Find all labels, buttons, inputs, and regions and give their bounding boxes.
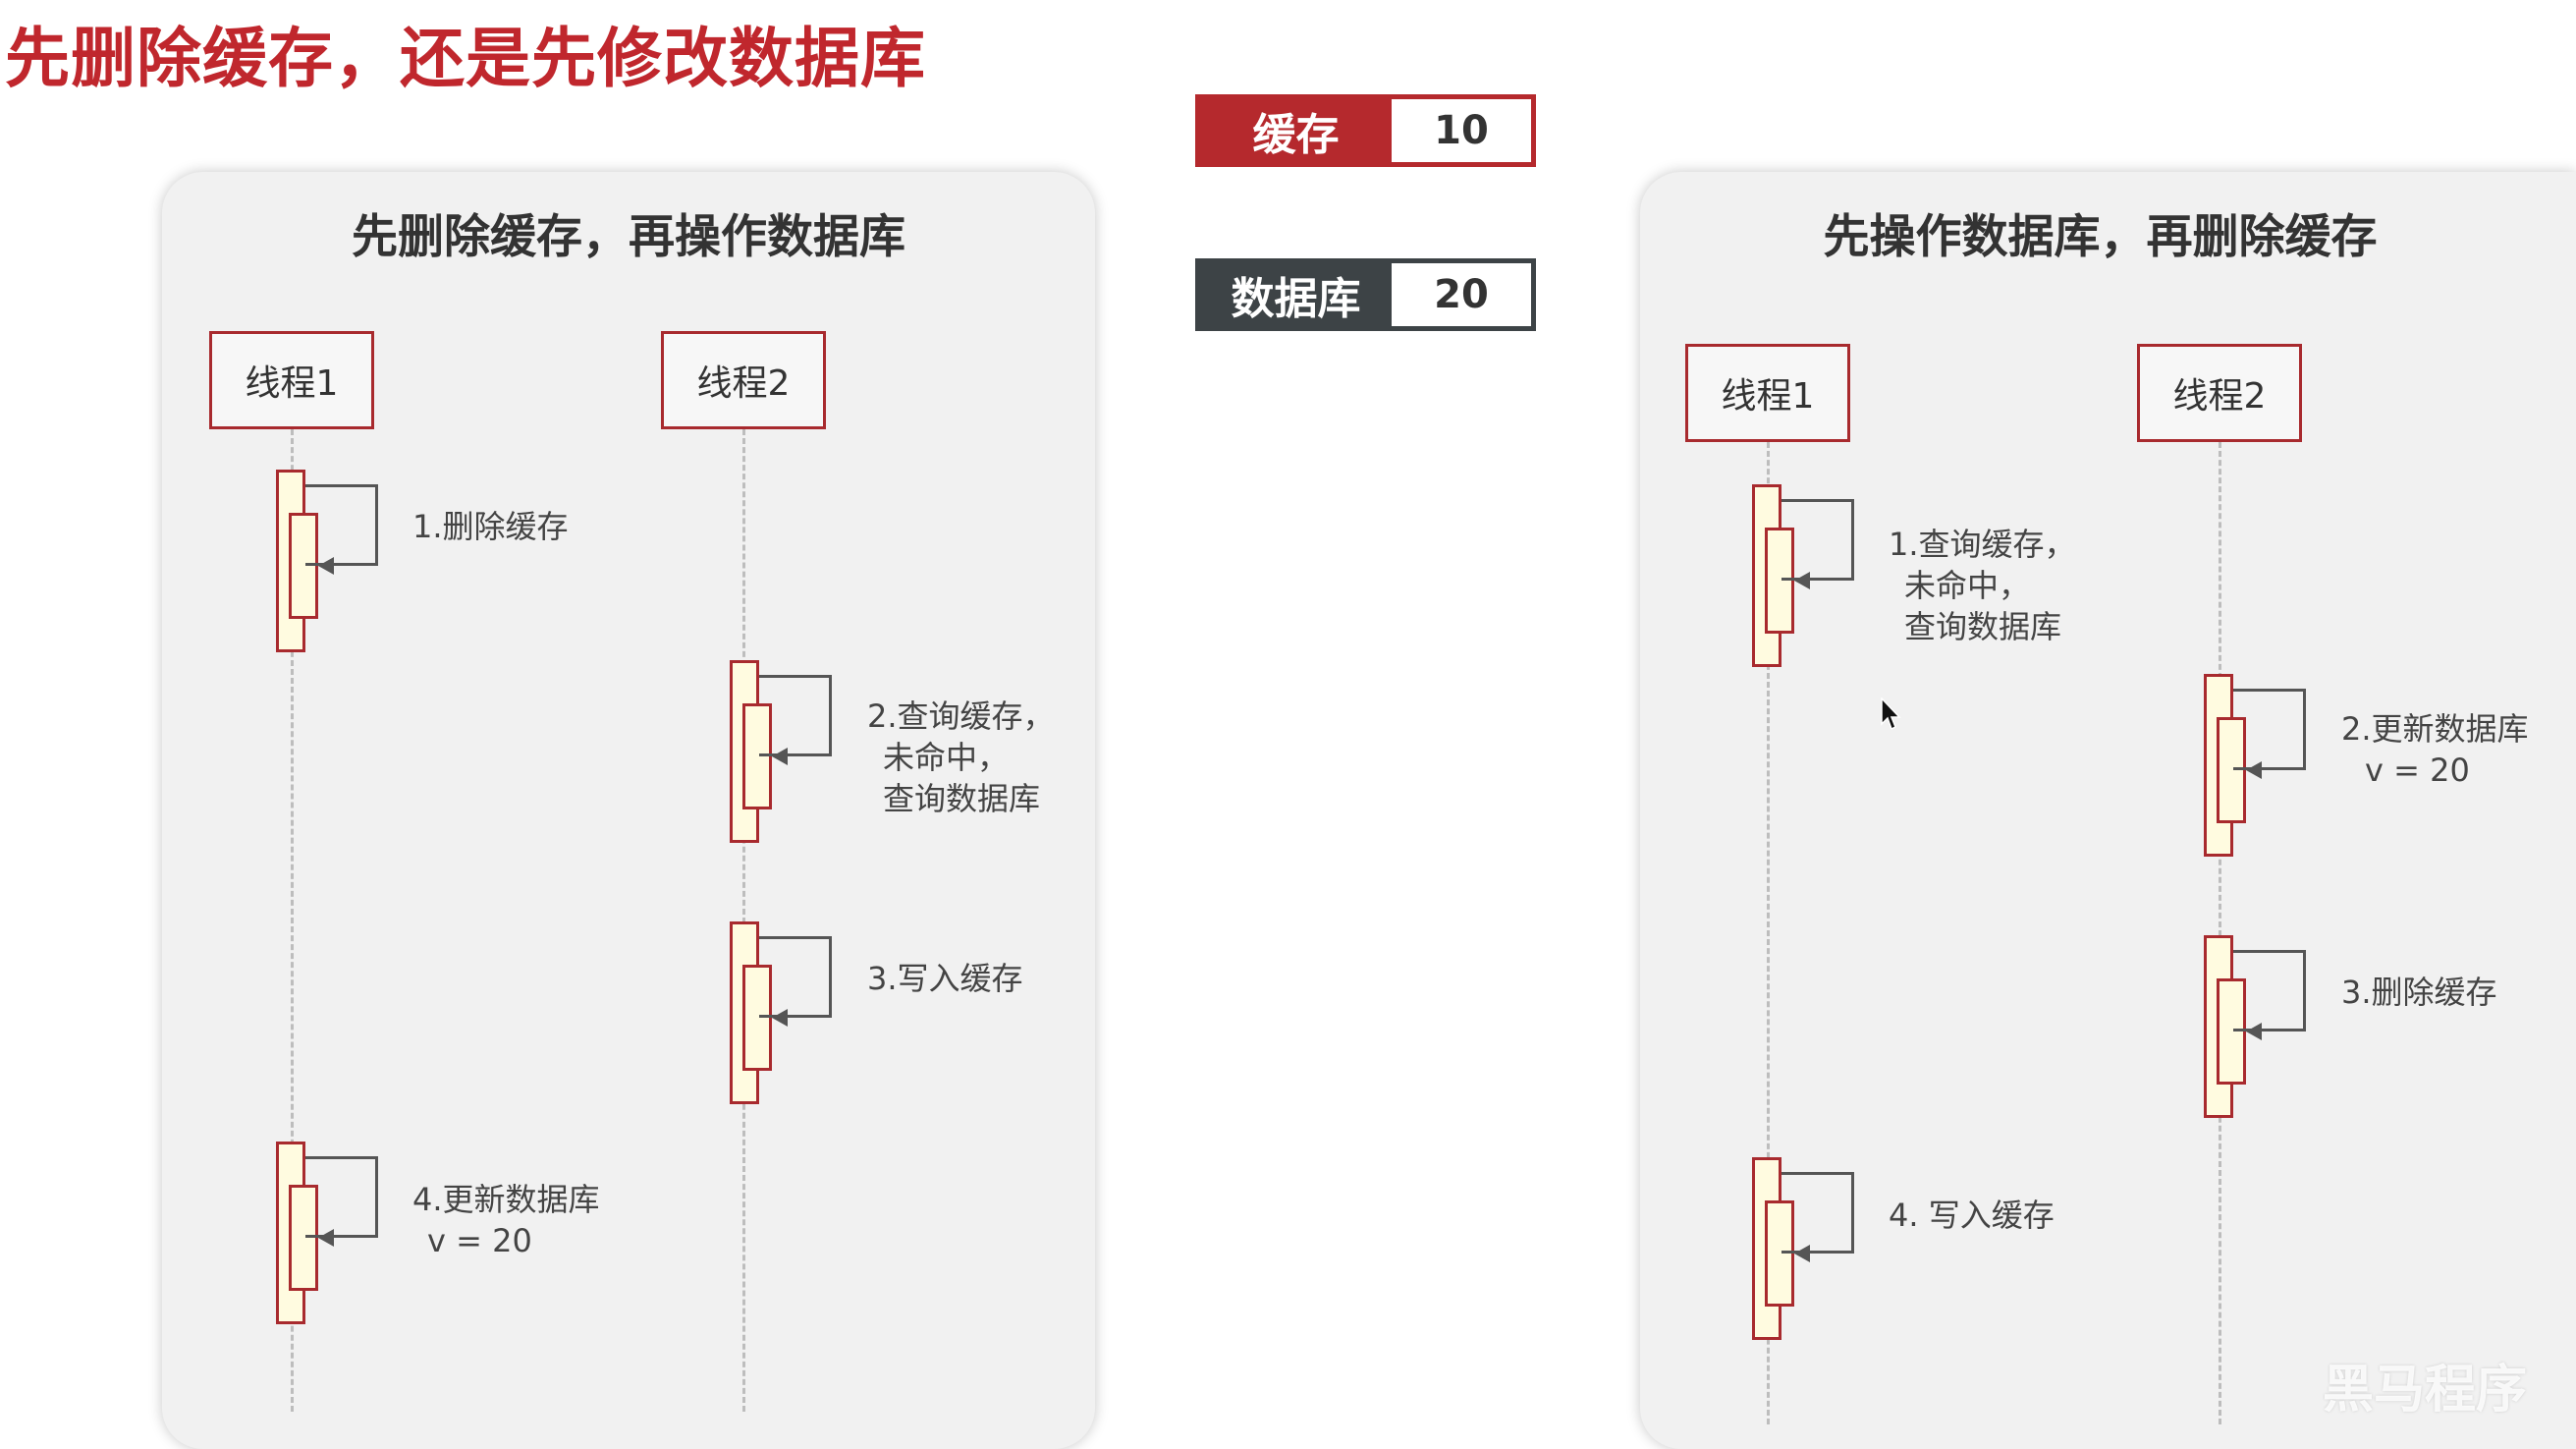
- cache-legend: 缓存 10: [1195, 94, 1536, 167]
- left-step1-arrowhead: [318, 557, 334, 575]
- right-step3-arrowhead: [2246, 1023, 2262, 1040]
- left-thread1-box: 线程1: [209, 331, 374, 429]
- right-thread2-lifeline: [2219, 442, 2221, 1424]
- right-step4-label: 4. 写入缓存: [1889, 1197, 2055, 1234]
- left-step2-arrowhead: [772, 748, 788, 765]
- left-step1-label: 1.删除缓存: [412, 508, 569, 545]
- right-step2-inner-activation: [2217, 717, 2246, 823]
- right-thread1-lifeline: [1767, 442, 1770, 1424]
- right-sequence-panel: 先操作数据库，再删除缓存 线程1 线程2 1.查询缓存， 未命中， 查询数据库 …: [1640, 172, 2576, 1449]
- database-legend-label: 数据库: [1200, 263, 1392, 326]
- cache-legend-value: 10: [1392, 99, 1531, 162]
- right-step3-self-arrow: [2233, 950, 2306, 1031]
- right-step1-self-arrow: [1781, 499, 1854, 581]
- left-step3-arrowhead: [772, 1009, 788, 1027]
- right-step1-arrowhead: [1794, 572, 1810, 589]
- left-step2-self-arrow: [759, 675, 832, 756]
- left-panel-title: 先删除缓存，再操作数据库: [352, 210, 905, 264]
- right-step4-arrowhead: [1794, 1245, 1810, 1262]
- mouse-pointer-icon: [1881, 697, 1901, 731]
- right-step2-arrowhead: [2246, 761, 2262, 779]
- right-panel-title: 先操作数据库，再删除缓存: [1823, 210, 2378, 264]
- right-thread2-box: 线程2: [2137, 344, 2302, 442]
- left-step3-self-arrow: [759, 936, 832, 1018]
- right-step2-label: 2.更新数据库 v = 20: [2341, 710, 2529, 789]
- left-step2-label: 2.查询缓存， 未命中， 查询数据库: [867, 697, 1055, 817]
- cache-legend-label: 缓存: [1200, 99, 1392, 162]
- left-step1-self-arrow: [305, 484, 378, 566]
- left-step2-inner-activation: [742, 703, 772, 809]
- database-legend-value: 20: [1392, 263, 1531, 326]
- left-step1-inner-activation: [289, 513, 318, 619]
- right-step2-self-arrow: [2233, 689, 2306, 770]
- right-step3-inner-activation: [2217, 978, 2246, 1085]
- left-sequence-panel: 先删除缓存，再操作数据库 线程1 线程2 1.删除缓存 2.查询缓存， 未命中，…: [162, 172, 1095, 1449]
- left-step4-arrowhead: [318, 1229, 334, 1247]
- right-step4-self-arrow: [1781, 1172, 1854, 1254]
- left-thread1-lifeline: [291, 429, 294, 1412]
- left-thread2-box: 线程2: [661, 331, 826, 429]
- left-step4-self-arrow: [305, 1156, 378, 1238]
- right-thread1-box: 线程1: [1685, 344, 1850, 442]
- left-step3-label: 3.写入缓存: [867, 960, 1023, 997]
- watermark-logo: 黑马程序: [2323, 1361, 2528, 1420]
- left-step3-inner-activation: [742, 965, 772, 1071]
- database-legend: 数据库 20: [1195, 258, 1536, 331]
- right-step3-label: 3.删除缓存: [2341, 974, 2497, 1011]
- right-step1-label: 1.查询缓存， 未命中， 查询数据库: [1889, 526, 2076, 645]
- left-thread2-lifeline: [742, 429, 745, 1412]
- right-step4-inner-activation: [1765, 1200, 1794, 1307]
- page-title: 先删除缓存，还是先修改数据库: [5, 21, 926, 96]
- right-step1-inner-activation: [1765, 528, 1794, 634]
- left-step4-inner-activation: [289, 1185, 318, 1291]
- left-step4-label: 4.更新数据库 v = 20: [412, 1181, 600, 1259]
